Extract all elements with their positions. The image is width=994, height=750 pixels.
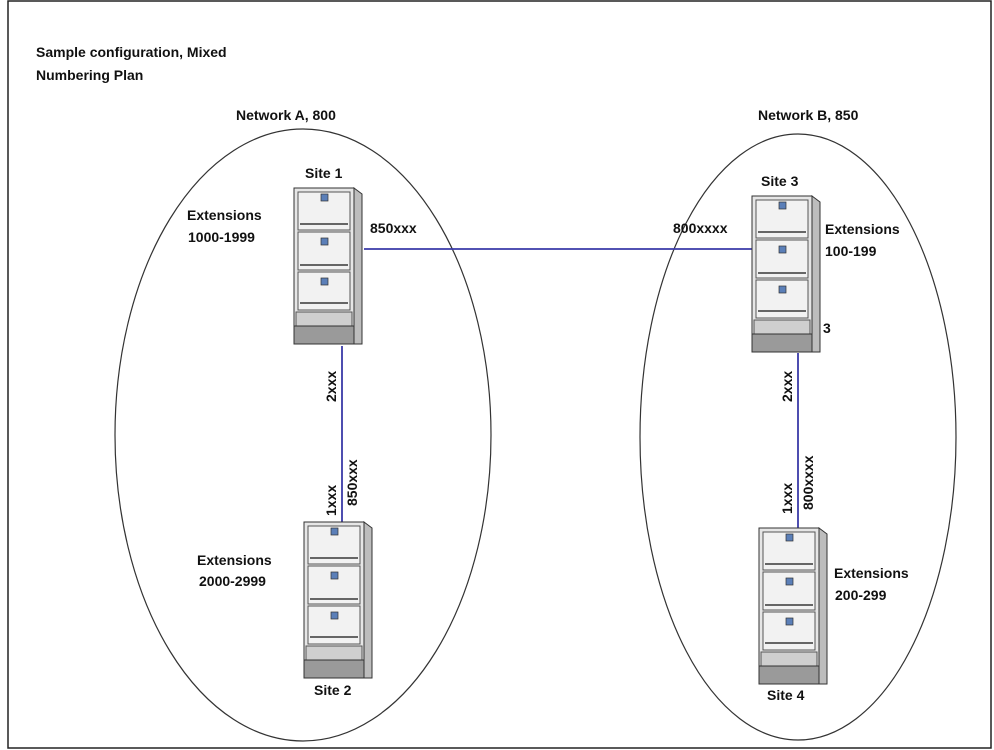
link-site1-site2-label-from: 2xxx [323,371,339,402]
site-1-cabinet [293,187,363,345]
site-3-extensions-range: 100-199 [825,243,877,259]
link-site3-site4-label-to: 1xxx [779,483,795,514]
diagram-title-line-2: Numbering Plan [36,67,143,83]
site-3-extra-label: 3 [823,320,831,336]
site-4-extensions-range: 200-299 [835,587,887,603]
site-4-cabinet [758,527,828,685]
site-4-name: Site 4 [767,687,805,703]
site-1-extensions-label: Extensions [187,207,262,223]
link-site1-site2-label-extra: 850xxx [344,459,360,506]
site-3-cabinet [751,195,821,353]
site-3-group: Site 3 Extensions 100-199 3 [751,173,900,353]
site-2-group: Extensions 2000-2999 Site 2 [197,521,373,698]
site-1-name: Site 1 [305,165,343,181]
site-1-group: Site 1 Extensions 1000-1999 [187,165,363,345]
link-site3-site4-label-from: 2xxx [779,371,795,402]
site-2-name: Site 2 [314,682,352,698]
network-b-label: Network B, 850 [758,107,859,123]
diagram-frame [7,0,992,749]
site-2-cabinet [303,521,373,679]
link-site1-site3-label-from: 850xxx [370,220,417,236]
site-1-extensions-range: 1000-1999 [188,229,255,245]
link-site3-site4-label-extra: 800xxxx [800,455,816,510]
link-site1-site3-label-to: 800xxxx [673,220,728,236]
site-3-extensions-label: Extensions [825,221,900,237]
site-2-extensions-range: 2000-2999 [199,573,266,589]
network-b-boundary [639,133,957,741]
network-a-label: Network A, 800 [236,107,336,123]
site-3-name: Site 3 [761,173,799,189]
site-4-extensions-label: Extensions [834,565,909,581]
link-site1-site2-label-to: 1xxx [323,485,339,516]
network-a-boundary [114,128,492,742]
site-4-group: Extensions 200-299 Site 4 [758,527,909,703]
site-2-extensions-label: Extensions [197,552,272,568]
diagram-title-line-1: Sample configuration, Mixed [36,44,227,60]
